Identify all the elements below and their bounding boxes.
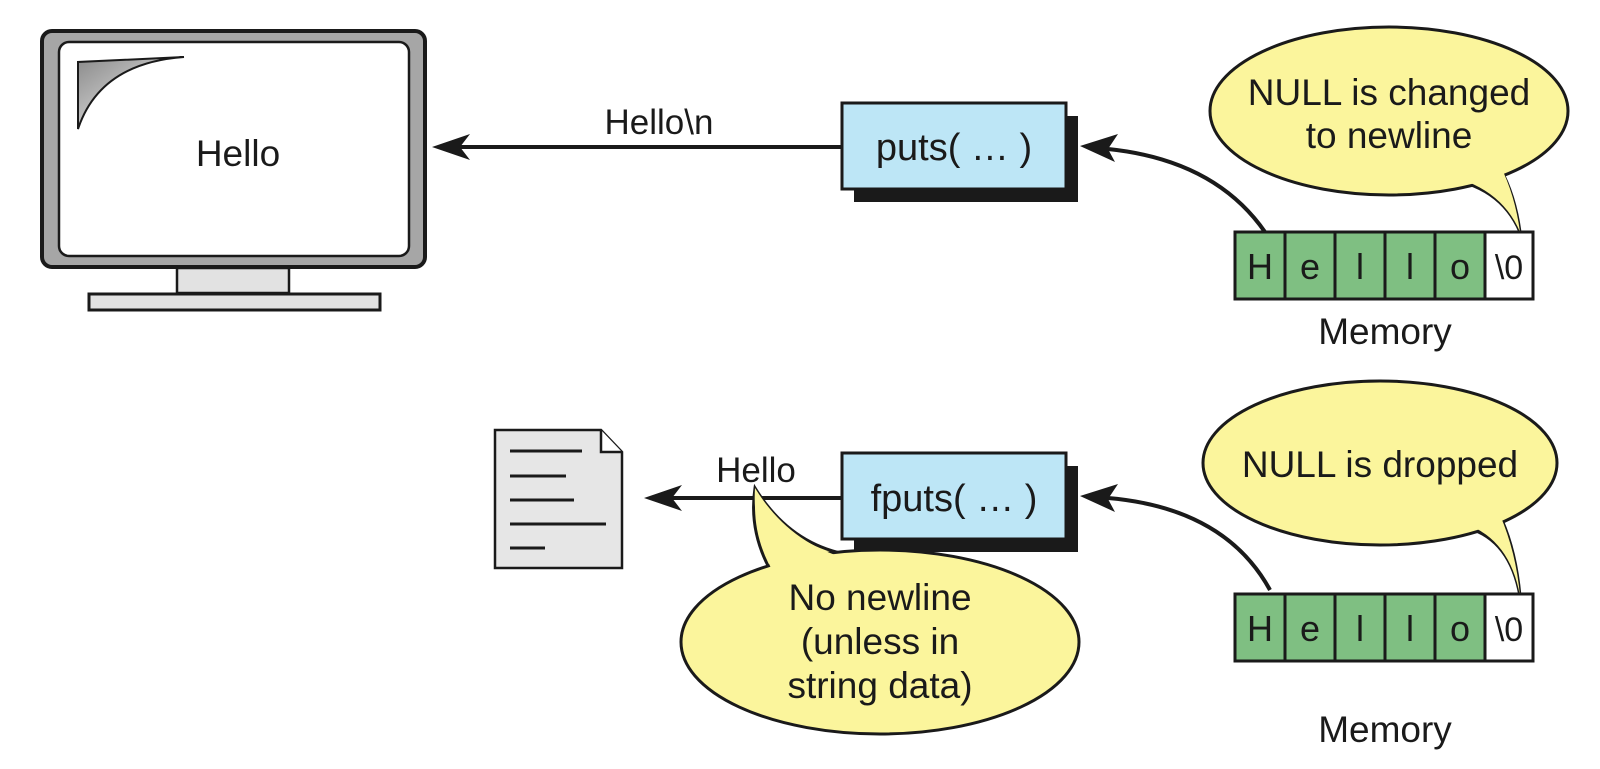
no-newline-line-1: No newline [788,577,971,618]
memory-cell: H [1247,246,1273,287]
no-newline-line-3: string data) [787,665,972,706]
memory-cell: l [1406,608,1414,649]
puts-output-arrow [432,134,842,160]
puts-output-label: Hello\n [605,103,714,142]
top-null-callout: NULL is changed to newline [1208,25,1570,233]
no-newline-callout: No newline (unless in string data) [679,483,1081,736]
bottom-memory-label: Memory [1318,709,1452,750]
memory-cell: o [1450,608,1470,649]
bottom-null-callout: NULL is dropped [1201,379,1559,597]
bottom-callout-line-1: NULL is dropped [1242,444,1518,485]
memory-cell-null: \0 [1495,611,1523,649]
memory-cell: H [1247,608,1273,649]
memory-cell: l [1356,608,1364,649]
memory-cell: l [1356,246,1364,287]
top-callout-line-1: NULL is changed [1248,72,1530,113]
memory-cell: e [1300,608,1320,649]
puts-function-label: puts( … ) [876,127,1032,169]
puts-function-box: puts( … ) [840,101,1078,202]
memory-cell: e [1300,246,1320,287]
memory-cell: o [1450,246,1470,287]
bottom-memory-array: H e l l o \0 [1233,592,1535,663]
fputs-function-label: fputs( … ) [871,478,1038,520]
no-newline-line-2: (unless in [801,621,959,662]
bottom-memory-to-fputs-arrow [1080,484,1272,591]
top-callout-line-2: to newline [1306,115,1473,156]
fputs-function-box: fputs( … ) [840,451,1078,552]
top-memory-to-puts-arrow [1080,134,1267,234]
memory-cell: l [1406,246,1414,287]
top-memory-array: H e l l o \0 [1233,230,1535,301]
memory-cell-null: \0 [1495,249,1523,287]
top-memory-label: Memory [1318,311,1452,352]
screen-output-text: Hello [196,133,280,174]
fputs-output-label: Hello [716,451,796,490]
document-icon [493,428,624,570]
monitor-icon: Hello [40,29,427,312]
